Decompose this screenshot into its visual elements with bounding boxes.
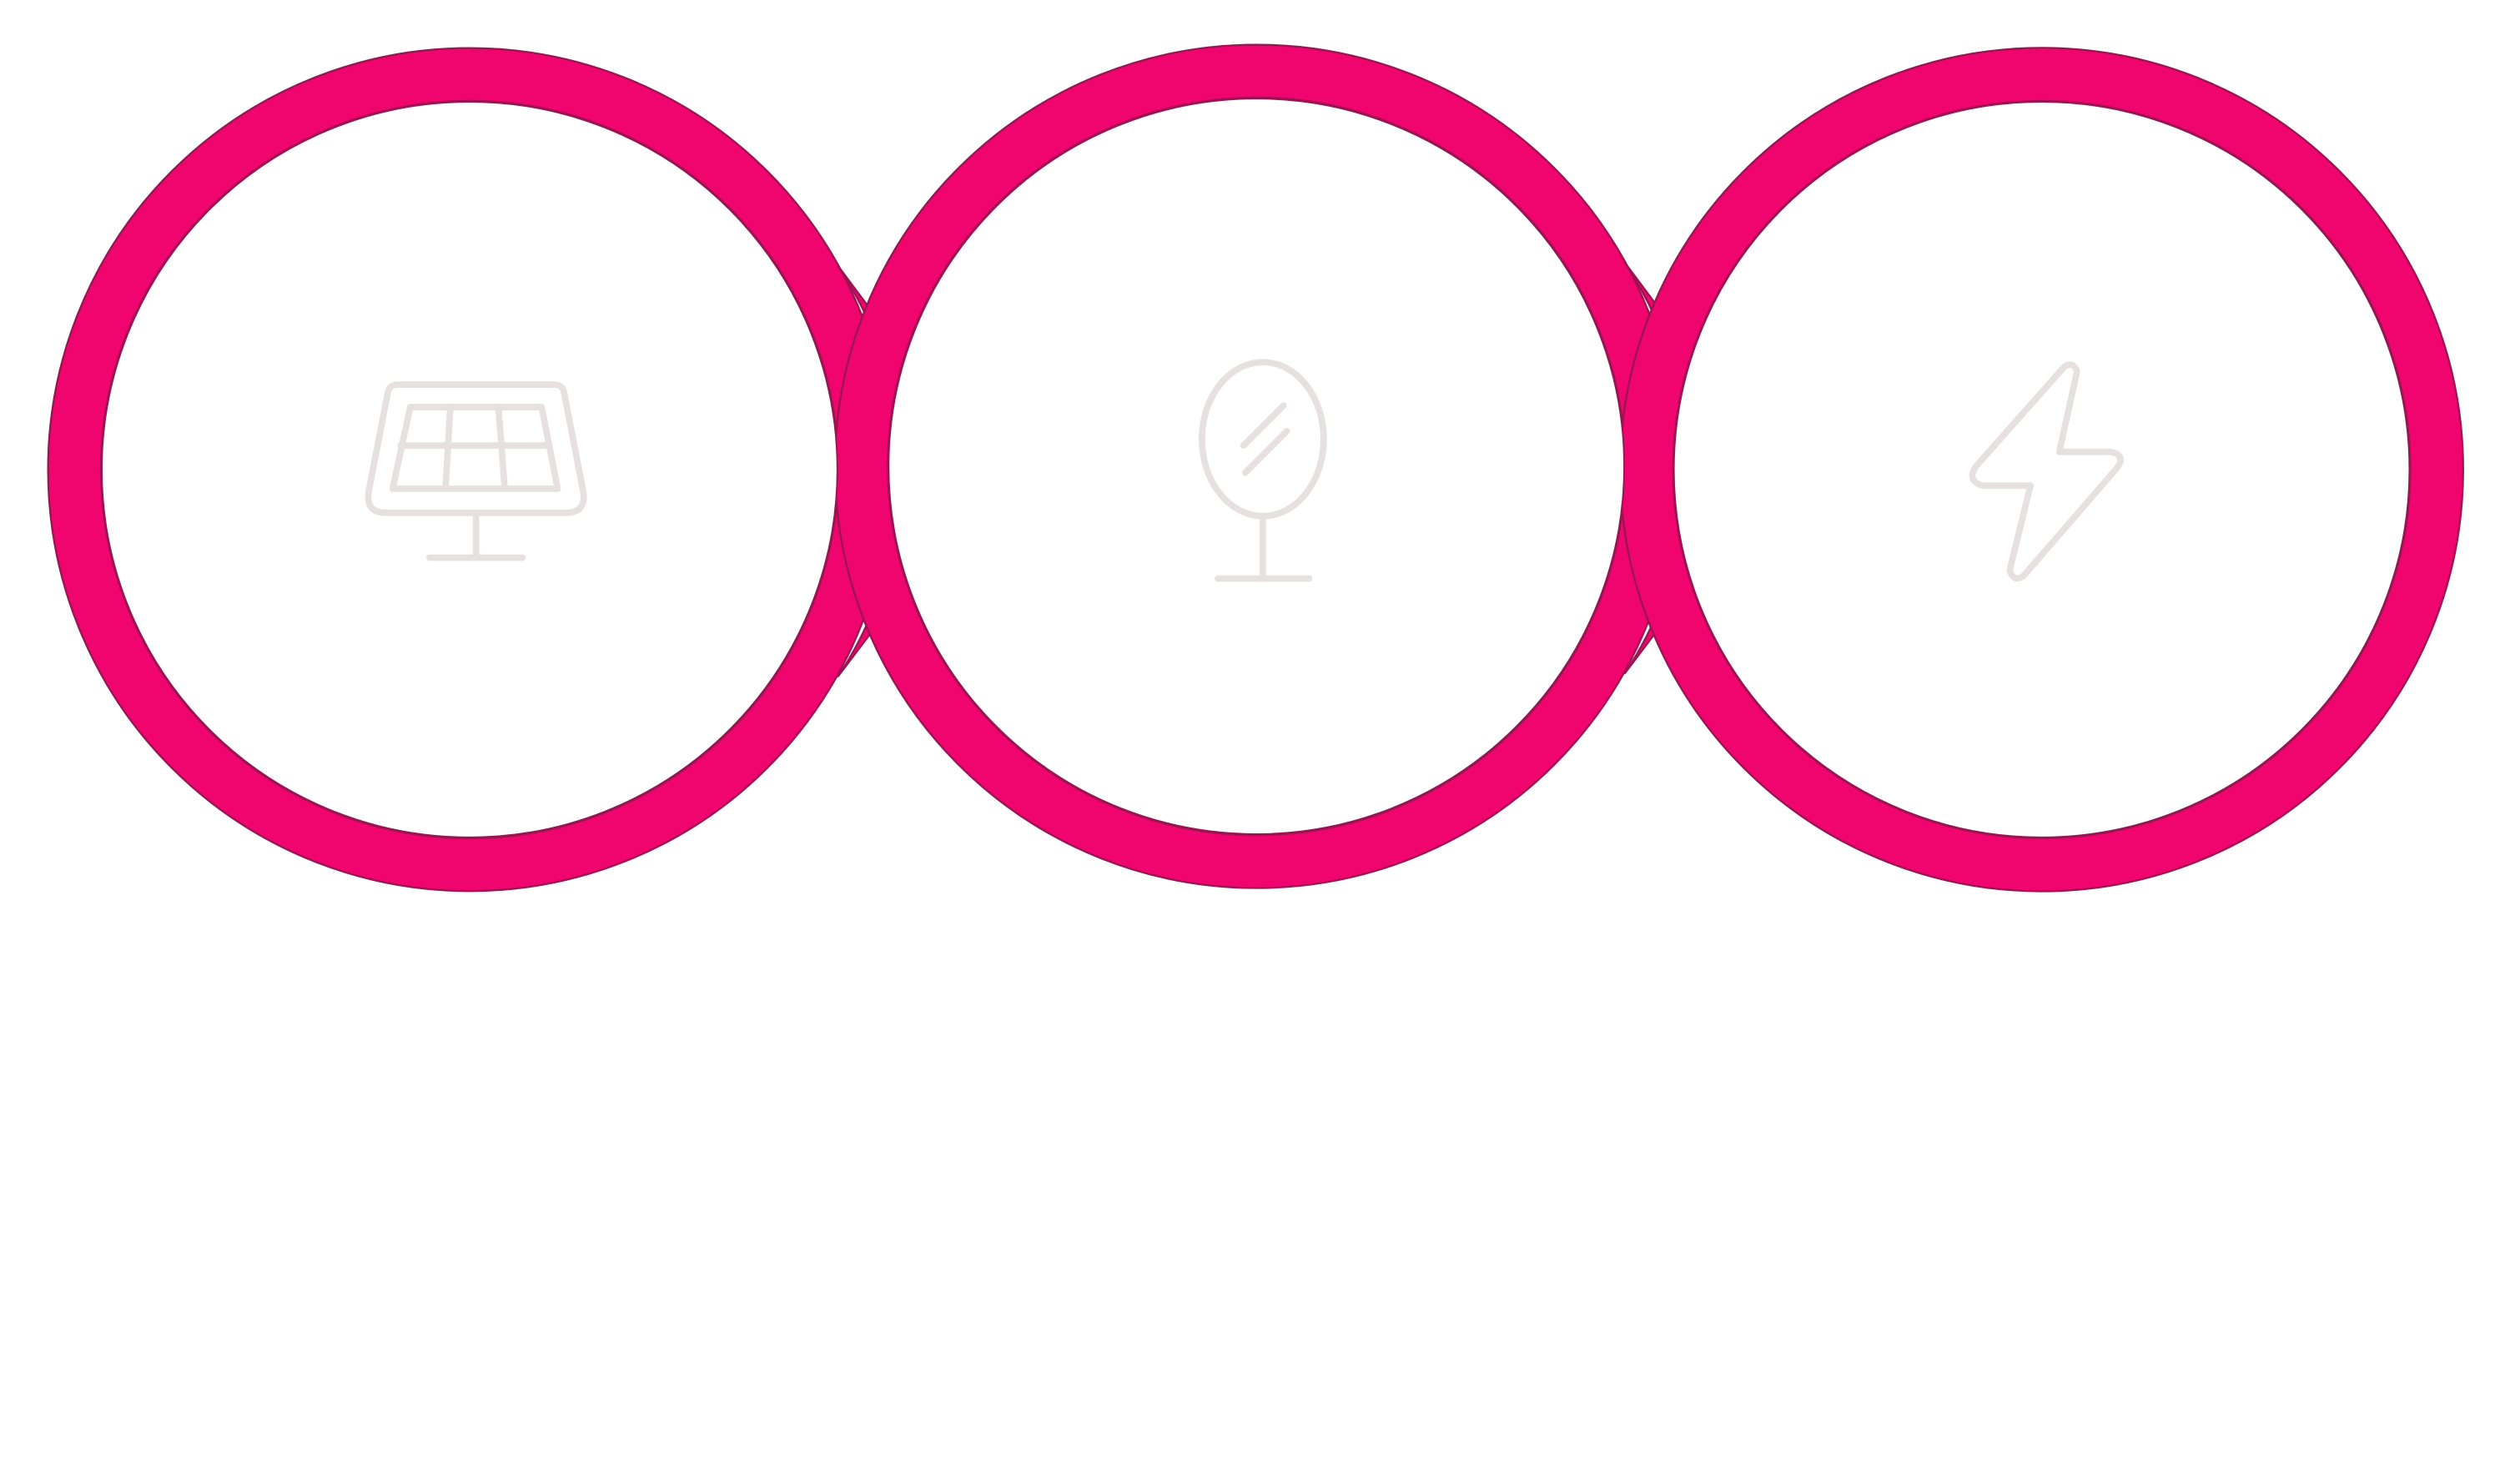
lightning-bolt-icon: [1969, 361, 2124, 582]
disc-3: [1673, 101, 2411, 838]
solar-panel-icon: [365, 381, 587, 561]
disc-2: [888, 98, 1626, 835]
disc-1: [101, 101, 838, 838]
mirror-icon: [1199, 359, 1327, 582]
